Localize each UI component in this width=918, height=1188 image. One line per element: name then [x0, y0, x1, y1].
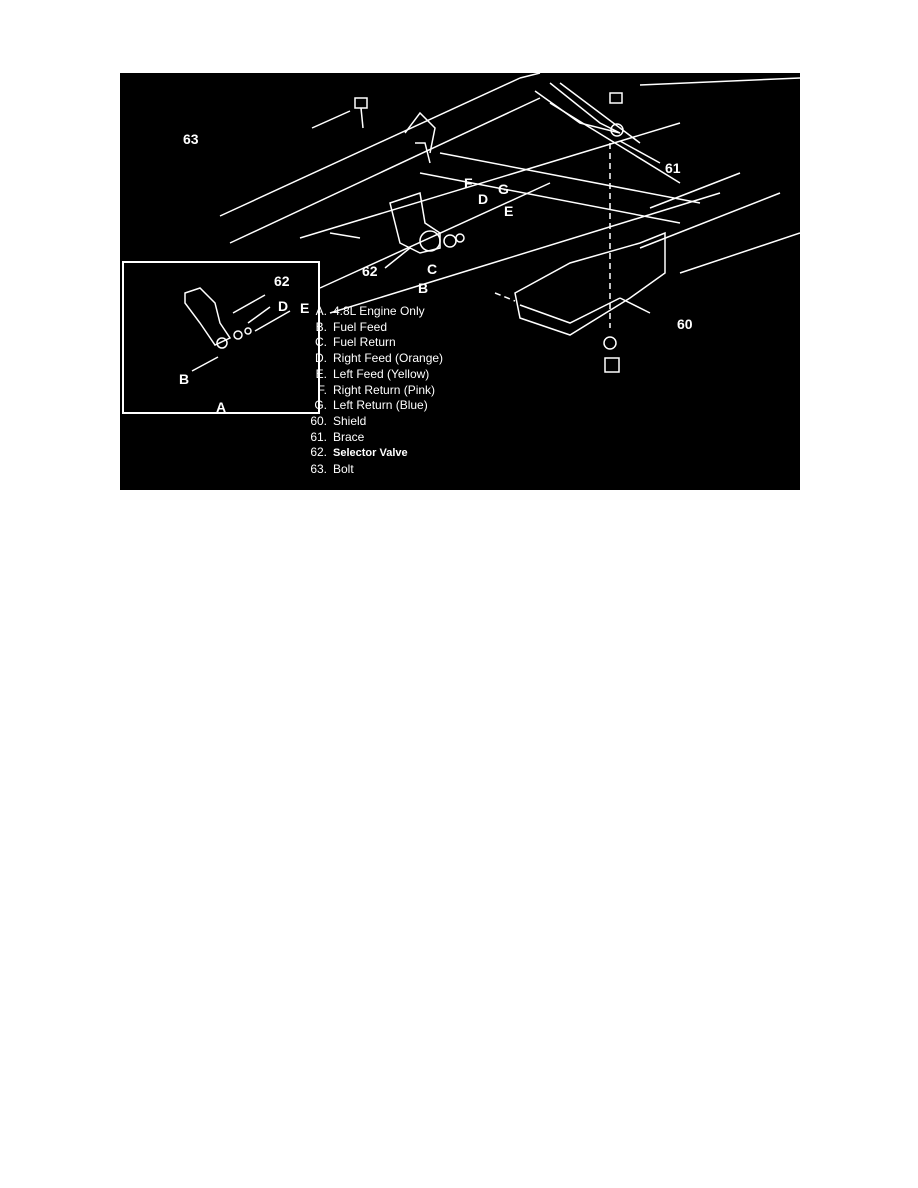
inset-4-8l-engine: 62 D E B A — [122, 261, 320, 415]
legend-key: D. — [315, 351, 327, 366]
legend-item: 63. Bolt — [305, 462, 443, 478]
legend-text: Right Feed (Orange) — [333, 351, 444, 366]
diagram-line-art — [184, 73, 800, 373]
legend-text: Brace — [333, 429, 365, 444]
inset-callout-e: E — [300, 300, 310, 316]
callout-e: E — [504, 203, 514, 219]
legend-item: A. 4.8L Engine Only — [305, 304, 443, 320]
legend-item: B. Fuel Feed — [305, 320, 443, 336]
legend-text: Bolt — [333, 462, 354, 477]
legend-item: 61. Brace — [305, 430, 443, 446]
callout-63: 63 — [183, 131, 199, 147]
legend-text: Selector Valve — [333, 447, 408, 460]
legend-key: A. — [315, 304, 327, 318]
callout-b: B — [418, 280, 429, 296]
legend-item: G. Left Return (Blue) — [305, 398, 443, 414]
legend-text: Left Feed (Yellow) — [333, 366, 430, 381]
legend-key: 60. — [310, 413, 327, 428]
inset-callout-62: 62 — [274, 273, 290, 289]
inset-callout-d: D — [278, 298, 289, 314]
callout-g: G — [498, 181, 509, 197]
legend-item: D. Right Feed (Orange) — [305, 351, 443, 367]
callout-62: 62 — [362, 263, 378, 279]
legend-item: E. Left Feed (Yellow) — [305, 367, 443, 383]
legend-key: 62. — [310, 445, 327, 460]
legend-text: 4.8L Engine Only — [333, 304, 425, 318]
legend-key: G. — [314, 398, 327, 413]
callout-f: F — [464, 175, 473, 191]
selector-valve-diagram: 63 61 62 60 F D G E C B 62 D E B A A. 4.8… — [120, 73, 800, 490]
legend-text: Fuel Feed — [333, 319, 388, 334]
inset-callout-b: B — [179, 371, 190, 387]
inset-title: A — [216, 399, 227, 415]
callout-60: 60 — [677, 316, 693, 332]
legend-key: B. — [315, 319, 327, 334]
legend-key: 61. — [310, 429, 327, 444]
legend-key: 63. — [310, 462, 327, 477]
legend-item: C. Fuel Return — [305, 335, 443, 351]
legend-text: Left Return (Blue) — [333, 398, 428, 413]
legend-text: Right Return (Pink) — [333, 382, 436, 397]
legend-key: F. — [317, 382, 327, 397]
legend-item: 62. Selector Valve — [305, 445, 443, 462]
legend-key: C. — [315, 335, 327, 350]
legend-item: F. Right Return (Pink) — [305, 383, 443, 399]
legend-key: E. — [315, 366, 327, 381]
callout-c: C — [427, 261, 438, 277]
callout-61: 61 — [665, 160, 681, 176]
callout-d: D — [478, 191, 489, 207]
legend-item: 60. Shield — [305, 414, 443, 430]
legend-text: Shield — [333, 413, 367, 428]
legend-text: Fuel Return — [333, 335, 396, 350]
